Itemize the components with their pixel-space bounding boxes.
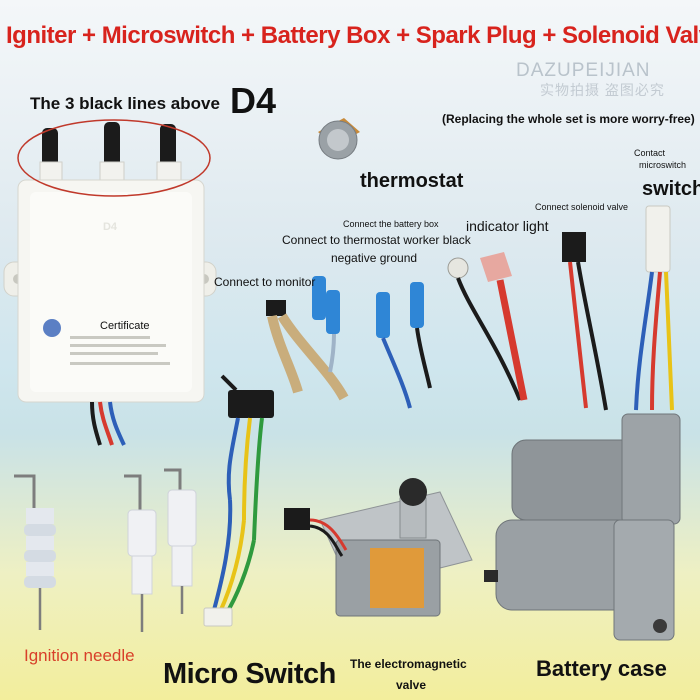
contact-label-line1: Contact (634, 148, 666, 158)
battery-case-part (484, 413, 681, 641)
contact-label-line2: microswitch (639, 160, 687, 170)
watermark-tagline: 实物拍摄 盗图必究 (540, 82, 665, 98)
connect-solenoid-label: Connect solenoid valve (535, 202, 629, 212)
three-black-lines-label: The 3 black lines above (30, 94, 220, 113)
solenoid-valve-part (284, 478, 473, 617)
valve-label-line2: valve (396, 678, 427, 692)
negative-ground-label: negative ground (331, 251, 418, 265)
switch-label: switch (642, 178, 700, 200)
micro-switch-part (203, 374, 274, 627)
connect-monitor-label: Connect to monitor (214, 275, 316, 289)
connect-thermostat-label: Connect to thermostat worker black (282, 233, 471, 247)
connect-battery-box-label: Connect the battery box (343, 219, 439, 229)
indicator-light-label: indicator light (466, 218, 549, 234)
highlight-ellipse (17, 119, 211, 197)
wire-harness (266, 205, 674, 411)
watermark-brand: DAZUPEIJIAN (516, 60, 651, 81)
page-title: Igniter + Microswitch + Battery Box + Sp… (6, 22, 700, 49)
igniter-module: D4 (3, 122, 217, 446)
replace-note: (Replacing the whole set is more worry-f… (442, 112, 695, 126)
certificate-label: Certificate (100, 320, 150, 332)
svg-text:D4: D4 (103, 221, 118, 233)
ignition-needle-label: Ignition needle (24, 646, 135, 665)
ignition-needles (14, 468, 197, 632)
thermostat-label: thermostat (360, 170, 464, 192)
thermostat-part (318, 118, 360, 160)
micro-switch-label: Micro Switch (163, 658, 336, 690)
model-label: D4 (230, 80, 277, 121)
valve-label-line1: The electromagnetic (350, 657, 467, 671)
battery-case-label: Battery case (536, 656, 667, 681)
